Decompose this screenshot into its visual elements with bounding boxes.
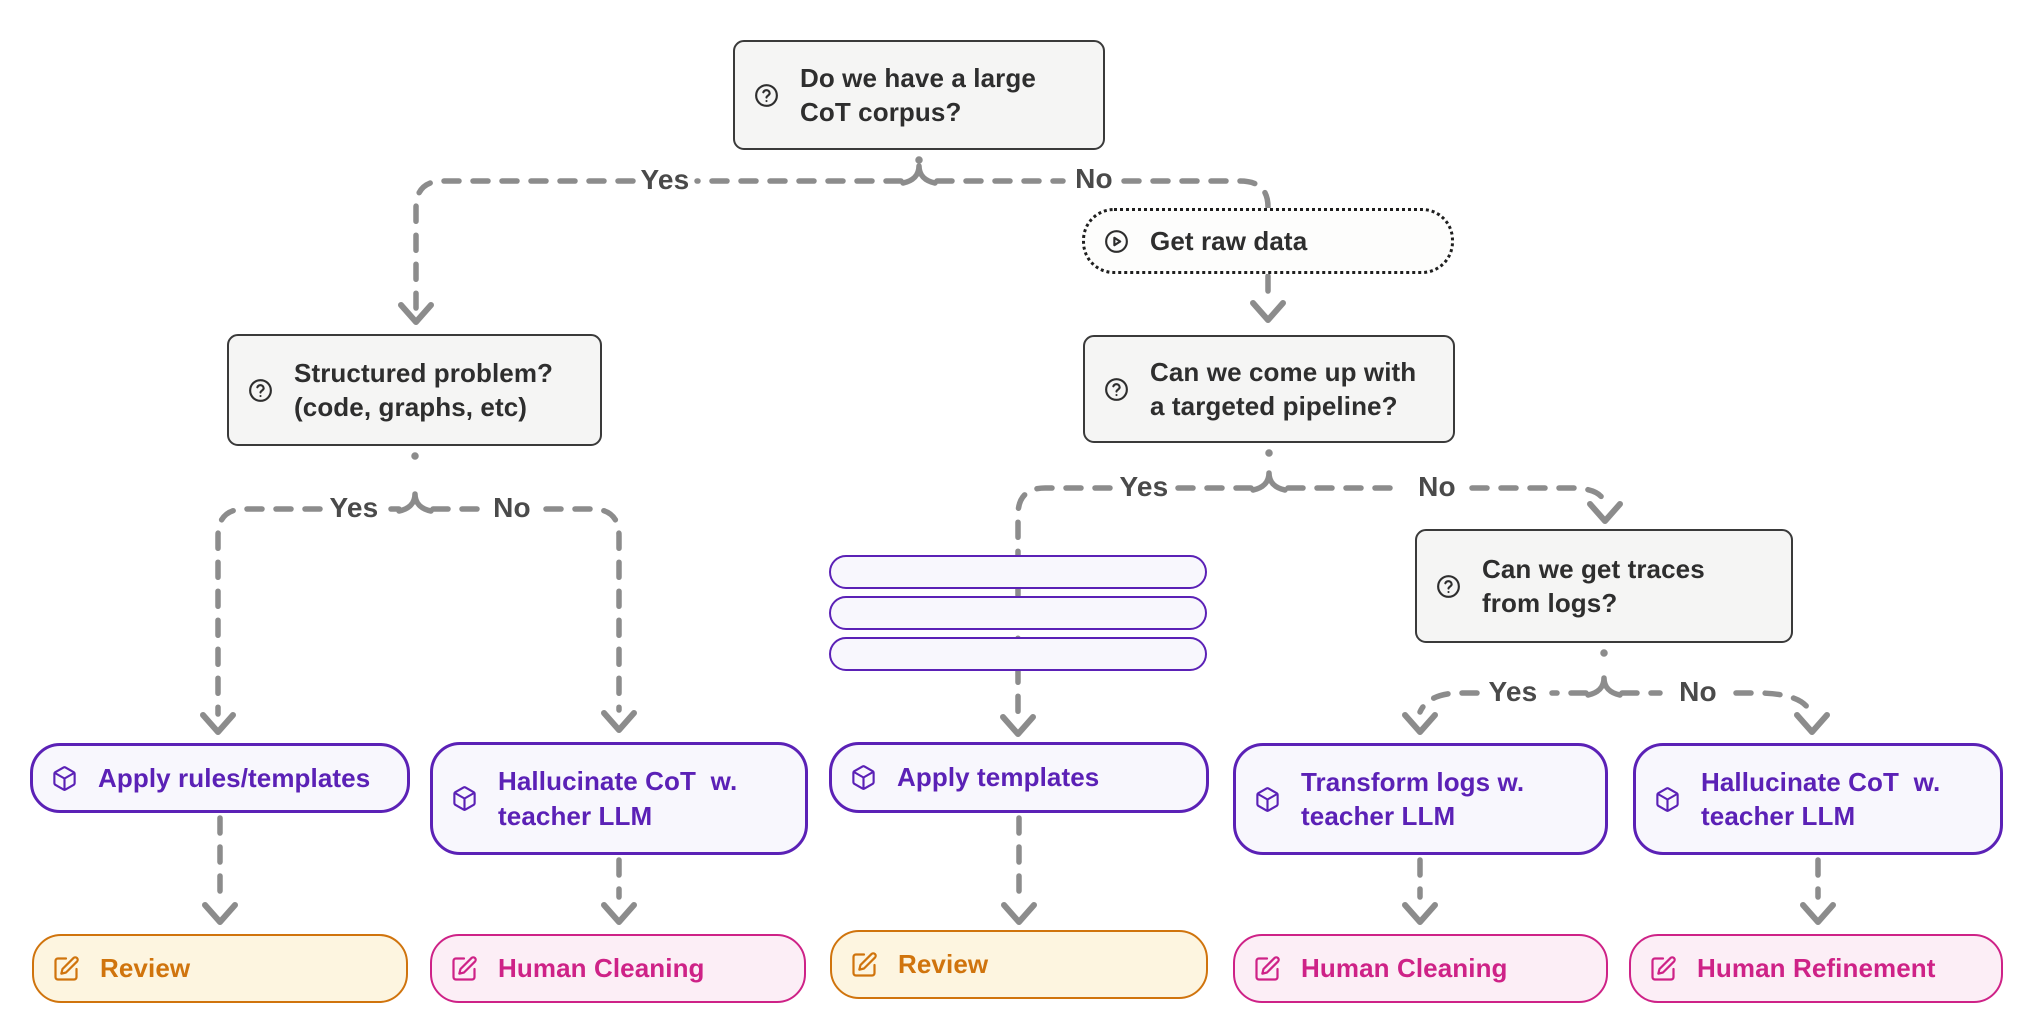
node-label: Apply rules/templates (98, 762, 371, 793)
node-question-targeted-pipeline: Can we come up with a targeted pipeline? (1083, 335, 1455, 443)
node-label: Hallucinate CoT w. teacher LLM (1701, 766, 1941, 831)
question-circle-icon (247, 377, 274, 404)
edge-label-cot-yes: Yes (640, 164, 690, 195)
node-process-hallucinate-cot-right: Hallucinate CoT w. teacher LLM (1633, 743, 2003, 855)
edit-icon (1649, 955, 1677, 983)
edge-label-cot-no: No (1075, 163, 1113, 194)
node-label: Do we have a large CoT corpus? (800, 62, 1036, 127)
play-circle-icon (1103, 228, 1130, 255)
edge-label-pipeline-yes: Yes (1119, 471, 1169, 502)
node-label: Review (100, 953, 191, 984)
node-label: Transform logs w. teacher LLM (1301, 766, 1525, 831)
edge-label-structured-no: No (493, 492, 531, 523)
node-question-traces-from-logs: Can we get traces from logs? (1415, 529, 1793, 643)
package-icon (850, 764, 877, 791)
node-label: Review (898, 949, 989, 980)
node-human-cleaning-left: Human Cleaning (430, 934, 806, 1003)
node-process-transform-logs: Transform logs w. teacher LLM (1233, 743, 1608, 855)
node-label: Human Cleaning (1301, 953, 1508, 984)
pipeline-step-pill (829, 555, 1207, 589)
node-process-hallucinate-cot-left: Hallucinate CoT w. teacher LLM (430, 742, 808, 855)
edge-label-structured-yes: Yes (329, 492, 379, 523)
node-start-get-raw-data: Get raw data (1082, 208, 1454, 274)
node-label: Can we come up with a targeted pipeline? (1150, 356, 1417, 421)
node-review-left: Review (32, 934, 408, 1003)
edge-label-logs-yes: Yes (1488, 676, 1538, 707)
package-icon (1254, 786, 1281, 813)
node-label: Human Cleaning (498, 953, 705, 984)
node-label: Can we get traces from logs? (1482, 553, 1705, 618)
node-question-cot-corpus: Do we have a large CoT corpus? (733, 40, 1105, 150)
node-process-apply-templates: Apply templates (829, 742, 1209, 813)
edge-label-pipeline-no: No (1418, 471, 1456, 502)
package-icon (51, 765, 78, 792)
edit-icon (1253, 955, 1281, 983)
node-label: Human Refinement (1697, 953, 1936, 984)
pipeline-step-pill (829, 596, 1207, 630)
node-label: Apply templates (897, 762, 1100, 793)
node-label: Get raw data (1150, 225, 1308, 256)
edit-icon (450, 955, 478, 983)
package-icon (451, 785, 478, 812)
question-circle-icon (1103, 376, 1130, 403)
package-icon (1654, 786, 1681, 813)
edge-label-logs-no: No (1679, 676, 1717, 707)
pipeline-step-pill (829, 637, 1207, 671)
question-circle-icon (753, 82, 780, 109)
node-label: Structured problem? (code, graphs, etc) (294, 357, 554, 422)
question-circle-icon (1435, 573, 1462, 600)
node-label: Hallucinate CoT w. teacher LLM (498, 766, 738, 831)
edit-icon (850, 951, 878, 979)
node-human-refinement: Human Refinement (1629, 934, 2003, 1003)
node-process-apply-rules-templates: Apply rules/templates (30, 743, 410, 813)
node-question-structured-problem: Structured problem? (code, graphs, etc) (227, 334, 602, 446)
node-review-mid: Review (830, 930, 1208, 999)
edit-icon (52, 955, 80, 983)
node-human-cleaning-right: Human Cleaning (1233, 934, 1608, 1003)
